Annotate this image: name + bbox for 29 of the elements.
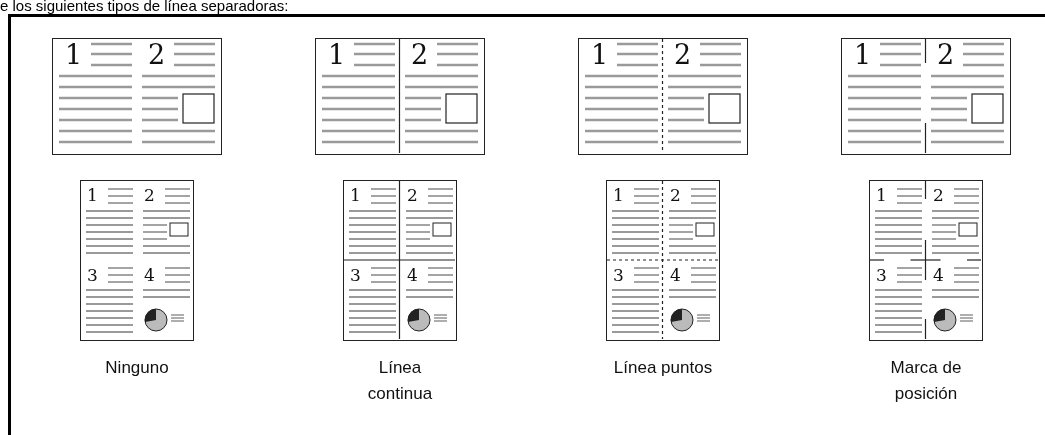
page-number: 2	[670, 187, 681, 204]
page-number: 4	[670, 267, 681, 284]
option-caption: Ninguno	[104, 357, 170, 379]
option-caption: Línea puntos	[612, 357, 714, 379]
page-number: 2	[411, 41, 429, 68]
page-number: 1	[591, 41, 609, 68]
page-number: 4	[407, 267, 418, 284]
option-caption: Marca de posición	[889, 357, 963, 405]
option-caption: Línea continua	[366, 357, 434, 405]
page-number: 3	[876, 267, 887, 284]
page-number: 3	[350, 267, 361, 284]
page-number: 4	[933, 267, 944, 284]
page-number: 2	[148, 41, 166, 68]
page-number: 4	[144, 267, 155, 284]
page-number: 1	[328, 41, 346, 68]
page-number: 2	[674, 41, 692, 68]
page-number: 2	[407, 187, 418, 204]
page-number: 3	[87, 267, 98, 284]
page-number: 1	[65, 41, 83, 68]
page-number: 1	[87, 187, 98, 204]
page-number: 1	[350, 187, 361, 204]
page-number: 1	[876, 187, 887, 204]
instruction-text: e los siguientes tipos de línea separadoras:	[0, 0, 289, 14]
page-number: 2	[144, 187, 155, 204]
page-number: 2	[937, 41, 955, 68]
page-number: 1	[613, 187, 624, 204]
page-number: 3	[613, 267, 624, 284]
page-number: 1	[854, 41, 872, 68]
page-number: 2	[933, 187, 944, 204]
